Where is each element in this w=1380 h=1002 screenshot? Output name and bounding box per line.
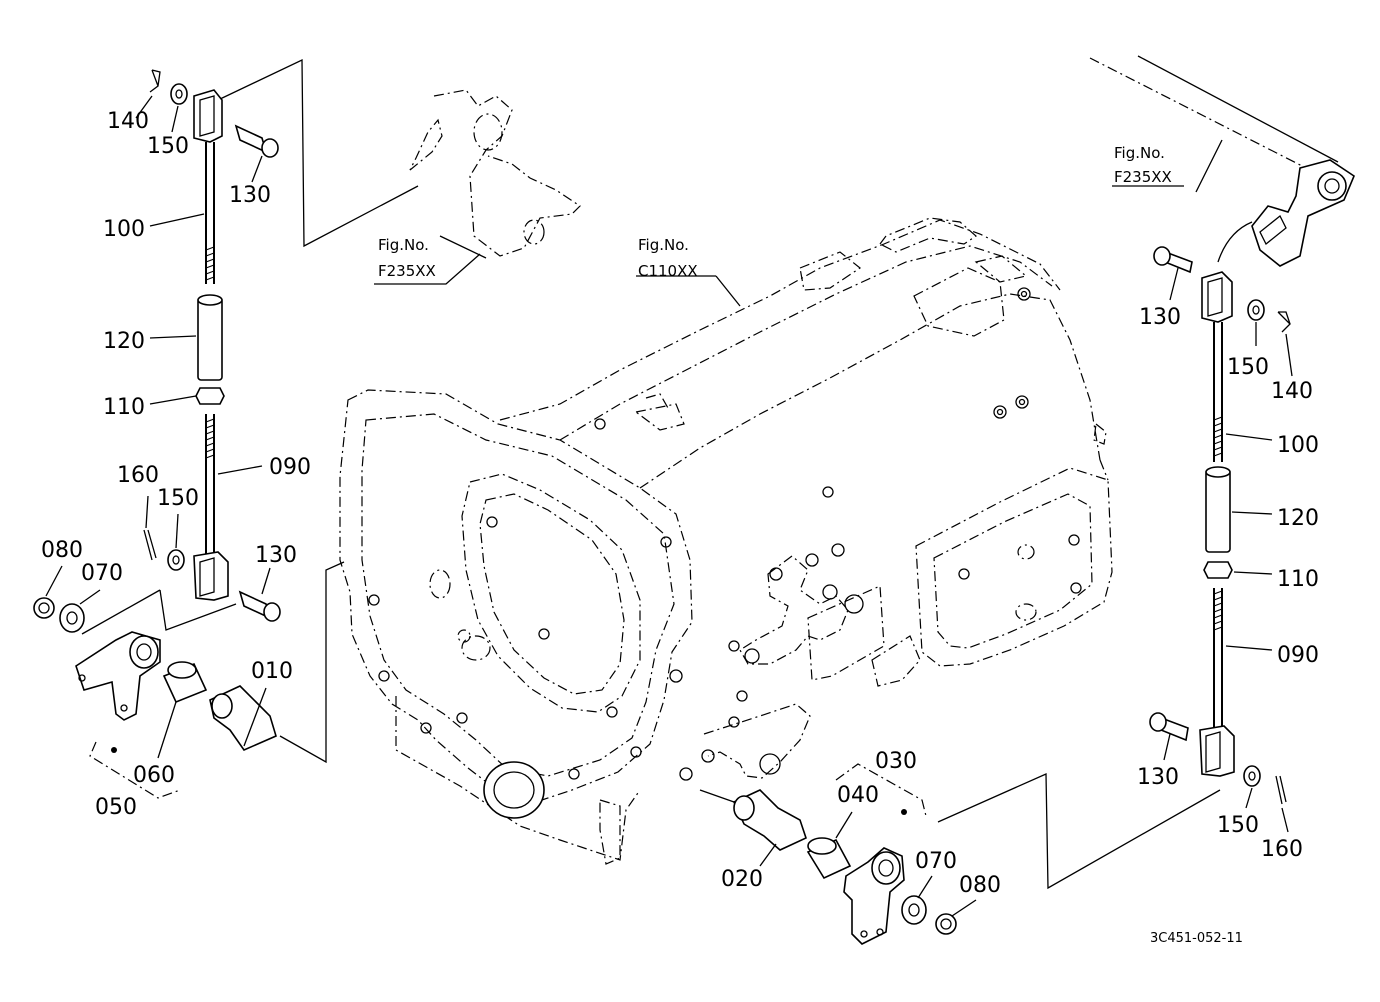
part-label-160: 160 [117,463,159,488]
part-label-070: 070 [915,849,957,874]
part-label-020: 020 [721,867,763,892]
fig-ref-right-line1: Fig.No. [1114,144,1165,162]
part-label-110: 110 [1277,567,1319,592]
transmission-housing [339,217,1113,865]
part-label-080: 080 [41,538,83,563]
part-label-130: 130 [1139,305,1181,330]
part-label-150: 150 [1227,355,1269,380]
part-label-120: 120 [103,329,145,354]
drawing-code: 3C451-052-11 [1150,931,1243,946]
part-label-090: 090 [1277,643,1319,668]
part-label-050: 050 [95,795,137,820]
part-label-030: 030 [875,749,917,774]
part-label-040: 040 [837,783,879,808]
fig-ref-left-line1: Fig.No. [378,236,429,254]
part-label-060: 060 [133,763,175,788]
part-label-130: 130 [1137,765,1179,790]
fig-ref-center-line1: Fig.No. [638,236,689,254]
part-label-120: 120 [1277,506,1319,531]
fig-ref-right-line2: F235XX [1114,168,1172,186]
part-label-130: 130 [229,183,271,208]
center-lower-linkage [699,763,1221,945]
part-label-100: 100 [103,217,145,242]
part-label-010: 010 [251,659,293,684]
left-pedal-reference [374,89,581,285]
part-label-150: 150 [1217,813,1259,838]
part-label-110: 110 [103,395,145,420]
part-label-130: 130 [255,543,297,568]
part-label-080: 080 [959,873,1001,898]
part-label-100: 100 [1277,433,1319,458]
part-label-090: 090 [269,455,311,480]
part-label-140: 140 [1271,379,1313,404]
part-label-160: 160 [1261,837,1303,862]
part-label-070: 070 [81,561,123,586]
part-label-140: 140 [107,109,149,134]
left-linkage [33,58,419,799]
fig-ref-left-line2: F235XX [378,262,436,280]
part-label-150: 150 [157,486,199,511]
right-linkage [1089,55,1355,833]
part-label-150: 150 [147,134,189,159]
fig-ref-center-line2: C110XX [638,262,698,280]
